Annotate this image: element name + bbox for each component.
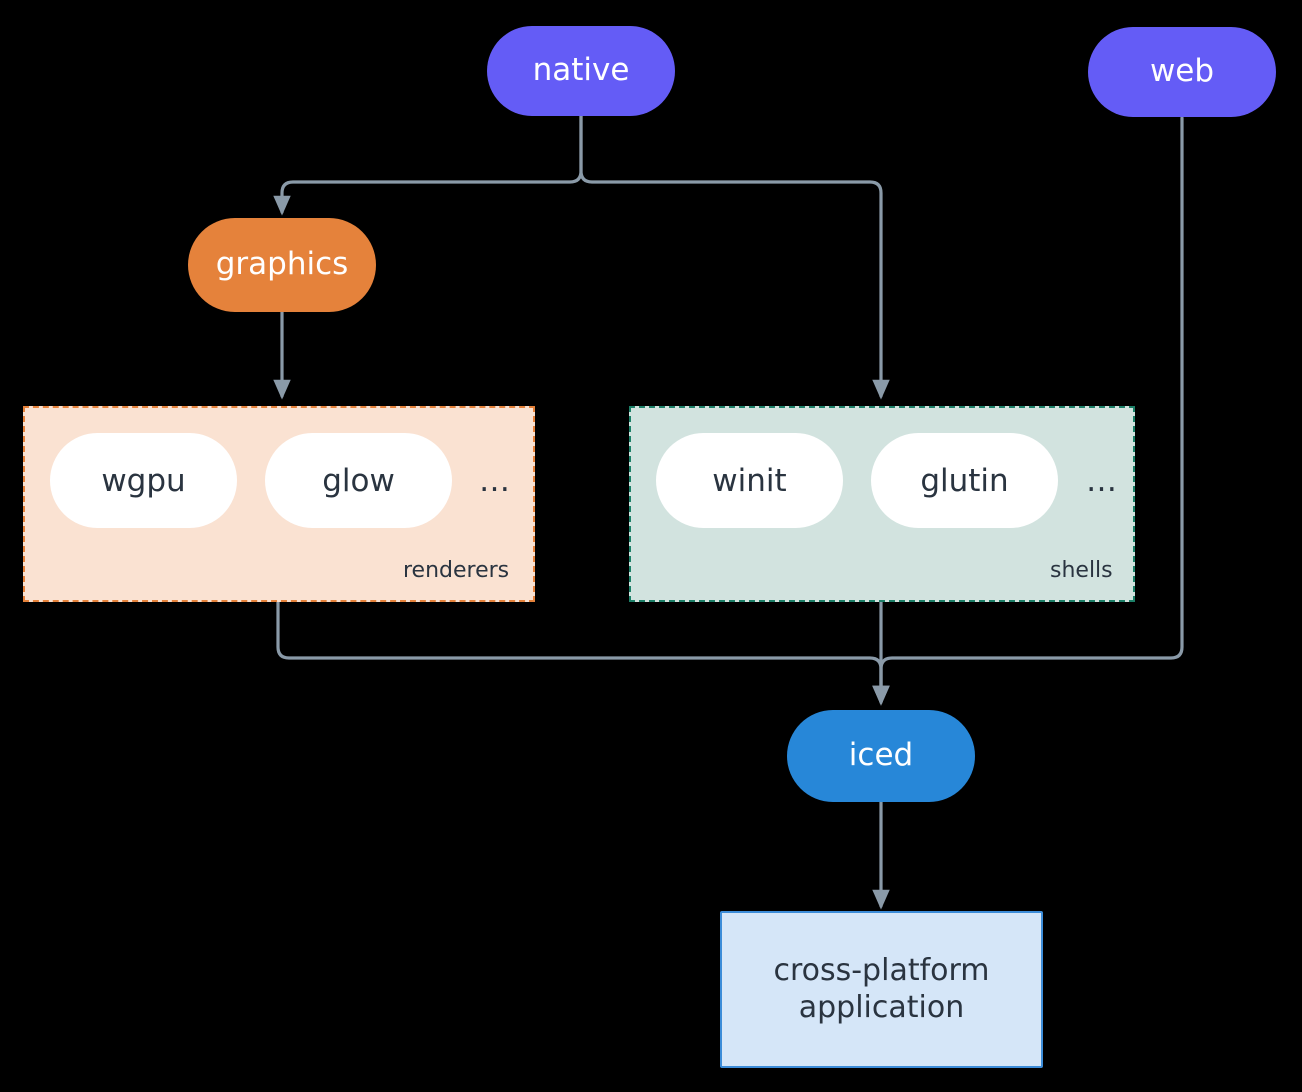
node-native-label: native <box>532 52 630 89</box>
edge-renderers-to-iced <box>276 600 890 706</box>
node-native[interactable]: native <box>487 26 675 116</box>
edge-native-to-graphics <box>273 114 583 216</box>
node-iced-label: iced <box>848 737 914 774</box>
node-glutin-label: glutin <box>920 462 1009 499</box>
node-graphics[interactable]: graphics <box>188 218 376 312</box>
edge-web-to-iced <box>872 116 1184 706</box>
node-application[interactable]: cross-platform application <box>720 911 1043 1068</box>
node-glow[interactable]: glow <box>265 433 452 528</box>
node-application-label-line1: cross-platform <box>773 952 990 988</box>
cluster-shells-label: shells <box>1050 558 1113 583</box>
shells-overflow-ellipsis: … <box>1086 463 1118 499</box>
node-web[interactable]: web <box>1088 27 1276 117</box>
edge-native-to-shells <box>579 114 890 400</box>
node-winit-label: winit <box>712 462 787 499</box>
node-iced[interactable]: iced <box>787 710 975 802</box>
cluster-renderers-label: renderers <box>403 558 510 583</box>
node-wgpu[interactable]: wgpu <box>50 433 237 528</box>
node-winit[interactable]: winit <box>656 433 843 528</box>
node-web-label: web <box>1149 53 1215 90</box>
node-wgpu-label: wgpu <box>101 462 186 499</box>
renderers-overflow-ellipsis: … <box>479 463 511 499</box>
node-application-label-line2: application <box>798 989 965 1025</box>
node-graphics-label: graphics <box>215 246 349 283</box>
node-glow-label: glow <box>322 462 395 499</box>
node-glutin[interactable]: glutin <box>871 433 1058 528</box>
